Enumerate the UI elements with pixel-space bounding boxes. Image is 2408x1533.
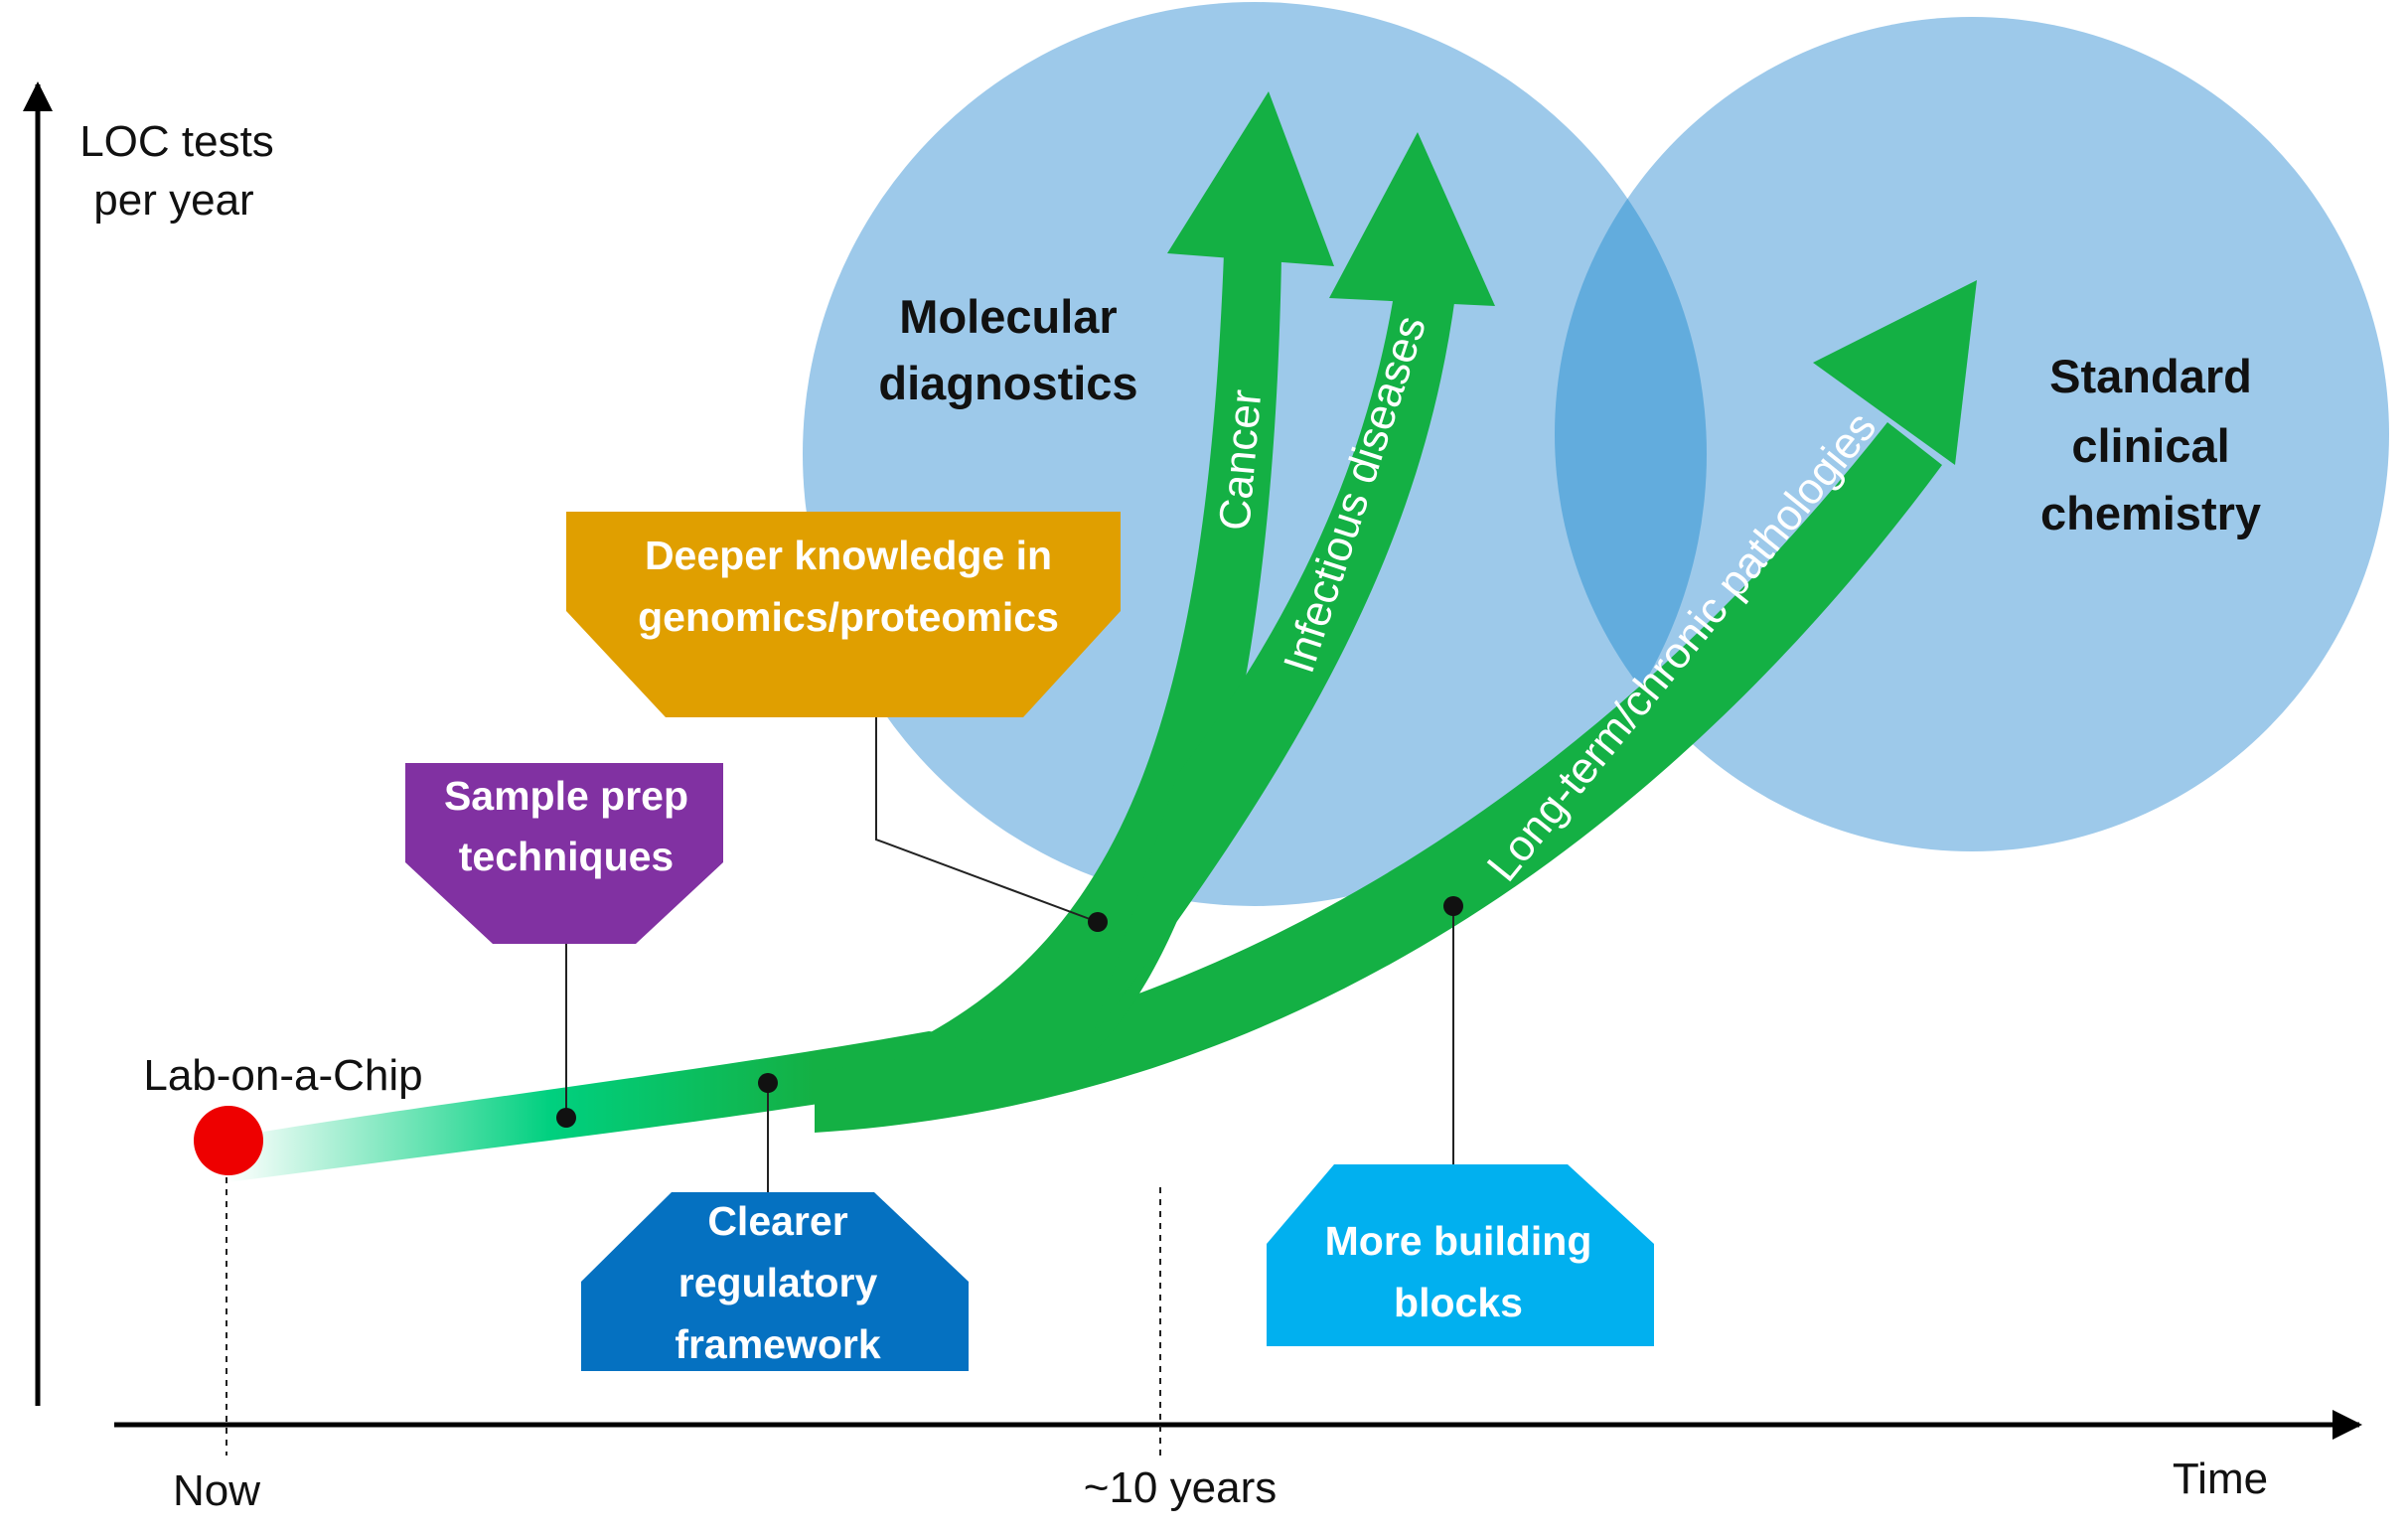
y-axis-label-line1: LOC tests: [79, 117, 274, 166]
standard-title-line3: chemistry: [2040, 487, 2261, 539]
cancer-arrowhead: [1167, 91, 1334, 266]
regulatory-box: [581, 1192, 969, 1371]
infectious-arrowhead: [1329, 132, 1495, 306]
deeper-box-line1: Deeper knowledge in: [645, 533, 1052, 578]
regulatory-box-line3: framework: [675, 1321, 881, 1367]
chronic-arrow-body: [815, 422, 1942, 1133]
lab-on-chip-label: Lab-on-a-Chip: [143, 1051, 422, 1100]
x-axis-label: Time: [2173, 1455, 2268, 1503]
deeper-connector: [875, 717, 1099, 923]
building-box-line1: More building: [1325, 1218, 1592, 1264]
building-dot: [1443, 896, 1463, 916]
lab-on-chip-dot: [194, 1106, 263, 1175]
deeper-knowledge-box: [566, 512, 1121, 717]
building-box-line2: blocks: [1394, 1280, 1523, 1325]
regulatory-box-line2: regulatory: [678, 1260, 878, 1305]
sample-box-line2: techniques: [459, 834, 674, 879]
y-axis-label-line2: per year: [93, 176, 253, 225]
sample-dot: [556, 1108, 576, 1128]
standard-title-line1: Standard: [2049, 350, 2252, 402]
deeper-dot: [1088, 912, 1108, 932]
tick-now: Now: [173, 1466, 260, 1515]
infectious-arrow-body: [1093, 283, 1455, 1035]
chronic-arrowhead: [1813, 280, 1977, 465]
standard-title-line2: clinical: [2071, 419, 2229, 472]
sample-prep-box: [405, 763, 723, 944]
regulatory-box-line1: Clearer: [707, 1198, 847, 1244]
building-blocks-box: [1267, 1164, 1654, 1346]
regulatory-dot: [758, 1073, 778, 1093]
tick-ten-years: ~10 years: [1084, 1463, 1277, 1512]
sample-box-line1: Sample prep: [444, 773, 688, 819]
molecular-title-line2: diagnostics: [878, 357, 1137, 409]
deeper-box-line2: genomics/proteomics: [638, 594, 1059, 640]
molecular-title-line1: Molecular: [899, 290, 1117, 343]
